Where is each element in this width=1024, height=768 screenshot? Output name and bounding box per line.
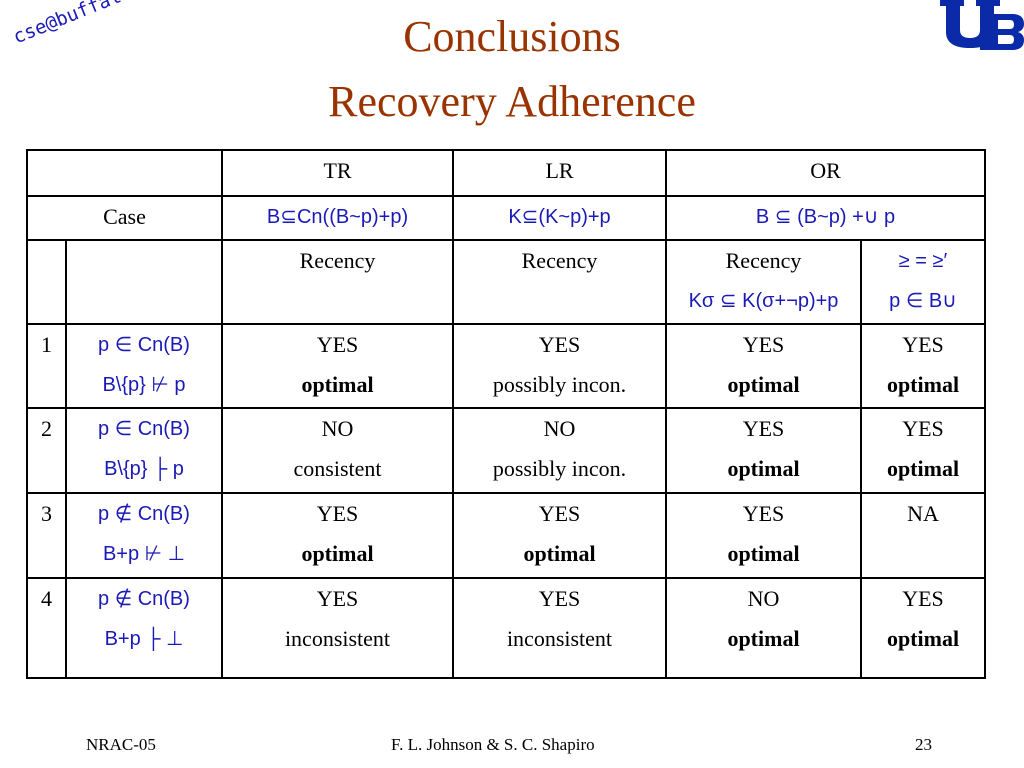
subheader-or-recency: Recency xyxy=(725,248,802,273)
subheader-tr: Recency xyxy=(221,239,454,325)
subheader-or-formula: Kσ ⊆ K(σ+¬p)+p xyxy=(688,290,839,312)
row-or-value: YES xyxy=(742,332,785,357)
row-lr-note: optimal xyxy=(523,541,596,566)
row-pref-note: optimal xyxy=(886,372,960,397)
row-tr-note: inconsistent xyxy=(284,626,391,651)
recovery-adherence-table: TR LR OR Case B⊆Cn((B~p)+p) K⊆(K~p)+p B … xyxy=(26,149,986,679)
row-pref: YES optimal xyxy=(860,407,986,494)
row-lr-value: NO xyxy=(543,416,576,441)
case-tr-formula: B⊆Cn((B~p)+p) xyxy=(221,195,454,241)
row-case: p ∉ Cn(B) B+p ⊬ ⊥ xyxy=(65,492,223,579)
header-empty-cell xyxy=(26,149,223,197)
table-row: 3 p ∉ Cn(B) B+p ⊬ ⊥ YES optimal YES optima… xyxy=(26,492,986,579)
row-case-line1: p ∈ Cn(B) xyxy=(98,418,190,440)
table-row: 2 p ∈ Cn(B) B\{p} ├ p NO consistent NO pos… xyxy=(26,407,986,494)
row-pref-note: optimal xyxy=(886,456,960,481)
row-or: YES optimal xyxy=(665,407,862,494)
row-or-note: optimal xyxy=(727,541,800,566)
slide-title: Conclusions xyxy=(403,12,621,61)
row-pref-note xyxy=(862,534,984,574)
row-case-line1: p ∉ Cn(B) xyxy=(98,588,190,610)
row-tr: YES inconsistent xyxy=(221,577,454,679)
row-number: 4 xyxy=(26,577,67,679)
row-tr: YES optimal xyxy=(221,323,454,409)
header-row: TR LR OR xyxy=(26,149,986,197)
row-pref-value: YES xyxy=(902,332,944,357)
row-tr-value: YES xyxy=(316,501,359,526)
row-or: YES optimal xyxy=(665,323,862,409)
subheader-pref: ≥ = ≥′ p ∈ B∪ xyxy=(860,239,986,325)
row-lr-value: YES xyxy=(538,501,581,526)
row-lr: YES optimal xyxy=(452,492,667,579)
row-case-line2: B+p ⊬ ⊥ xyxy=(102,543,186,565)
subheader-empty-case xyxy=(65,239,223,325)
row-tr-note: consistent xyxy=(293,456,382,481)
table-row: 1 p ∈ Cn(B) B\{p} ⊬ p YES optimal YES poss… xyxy=(26,323,986,409)
row-tr: YES optimal xyxy=(221,492,454,579)
row-lr-value: YES xyxy=(538,332,581,357)
ub-logo-b xyxy=(980,14,1024,50)
row-pref-value: YES xyxy=(902,416,944,441)
row-tr-value: NO xyxy=(321,416,354,441)
row-lr-note: possibly incon. xyxy=(492,372,627,397)
header-tr: TR xyxy=(221,149,454,197)
row-case: p ∈ Cn(B) B\{p} ⊬ p xyxy=(65,323,223,409)
subheader-lr: Recency xyxy=(452,239,667,325)
row-or-value: YES xyxy=(742,501,785,526)
row-lr-value: YES xyxy=(538,586,581,611)
footer-page-number: 23 xyxy=(915,735,932,754)
row-or: NO optimal xyxy=(665,577,862,679)
row-tr-note: optimal xyxy=(301,372,374,397)
row-lr-note: possibly incon. xyxy=(492,456,627,481)
row-or-note: optimal xyxy=(727,626,800,651)
table-row: 4 p ∉ Cn(B) B+p ├ ⊥ YES inconsistent YES i… xyxy=(26,577,986,679)
subheader-empty-num xyxy=(26,239,67,325)
row-or-note: optimal xyxy=(727,372,800,397)
case-or-formula: B ⊆ (B~p) +∪ p xyxy=(665,195,986,241)
footer-authors: F. L. Johnson & S. C. Shapiro xyxy=(391,735,595,754)
row-tr-value: YES xyxy=(316,586,359,611)
footer-conference: NRAC-05 xyxy=(86,735,156,754)
row-number: 2 xyxy=(26,407,67,494)
row-or-note: optimal xyxy=(727,456,800,481)
ub-logo xyxy=(940,0,1024,55)
row-pref: NA xyxy=(860,492,986,579)
row-or-value: YES xyxy=(742,416,785,441)
subheader-pref-line2: p ∈ B∪ xyxy=(889,290,957,312)
row-pref-value: YES xyxy=(902,586,944,611)
row-lr-note: inconsistent xyxy=(506,626,613,651)
row-lr: NO possibly incon. xyxy=(452,407,667,494)
header-or: OR xyxy=(665,149,986,197)
case-row: Case B⊆Cn((B~p)+p) K⊆(K~p)+p B ⊆ (B~p) +… xyxy=(26,195,986,241)
case-label: Case xyxy=(26,195,223,241)
row-tr-value: YES xyxy=(316,332,359,357)
row-pref-note: optimal xyxy=(886,626,960,651)
ub-logo-u xyxy=(940,0,1000,48)
header-lr: LR xyxy=(452,149,667,197)
row-case: p ∉ Cn(B) B+p ├ ⊥ xyxy=(65,577,223,679)
row-case: p ∈ Cn(B) B\{p} ├ p xyxy=(65,407,223,494)
row-or: YES optimal xyxy=(665,492,862,579)
row-lr: YES possibly incon. xyxy=(452,323,667,409)
case-lr-formula: K⊆(K~p)+p xyxy=(452,195,667,241)
row-case-line2: B+p ├ ⊥ xyxy=(104,628,184,650)
row-lr: YES inconsistent xyxy=(452,577,667,679)
row-pref: YES optimal xyxy=(860,577,986,679)
row-pref-value: NA xyxy=(907,501,939,526)
row-case-line2: B\{p} ├ p xyxy=(104,458,184,480)
row-case-line2: B\{p} ⊬ p xyxy=(102,374,186,396)
row-case-line1: p ∈ Cn(B) xyxy=(98,334,190,356)
row-tr-note: optimal xyxy=(301,541,374,566)
row-number: 1 xyxy=(26,323,67,409)
slide-subtitle: Recovery Adherence xyxy=(328,77,696,126)
row-tr: NO consistent xyxy=(221,407,454,494)
subheader-or: Recency Kσ ⊆ K(σ+¬p)+p xyxy=(665,239,862,325)
subheader-pref-line1: ≥ = ≥′ xyxy=(898,250,948,272)
row-case-line1: p ∉ Cn(B) xyxy=(98,503,190,525)
row-or-value: NO xyxy=(747,586,780,611)
subheader-row: Recency Recency Recency Kσ ⊆ K(σ+¬p)+p ≥… xyxy=(26,239,986,325)
row-number: 3 xyxy=(26,492,67,579)
row-pref: YES optimal xyxy=(860,323,986,409)
